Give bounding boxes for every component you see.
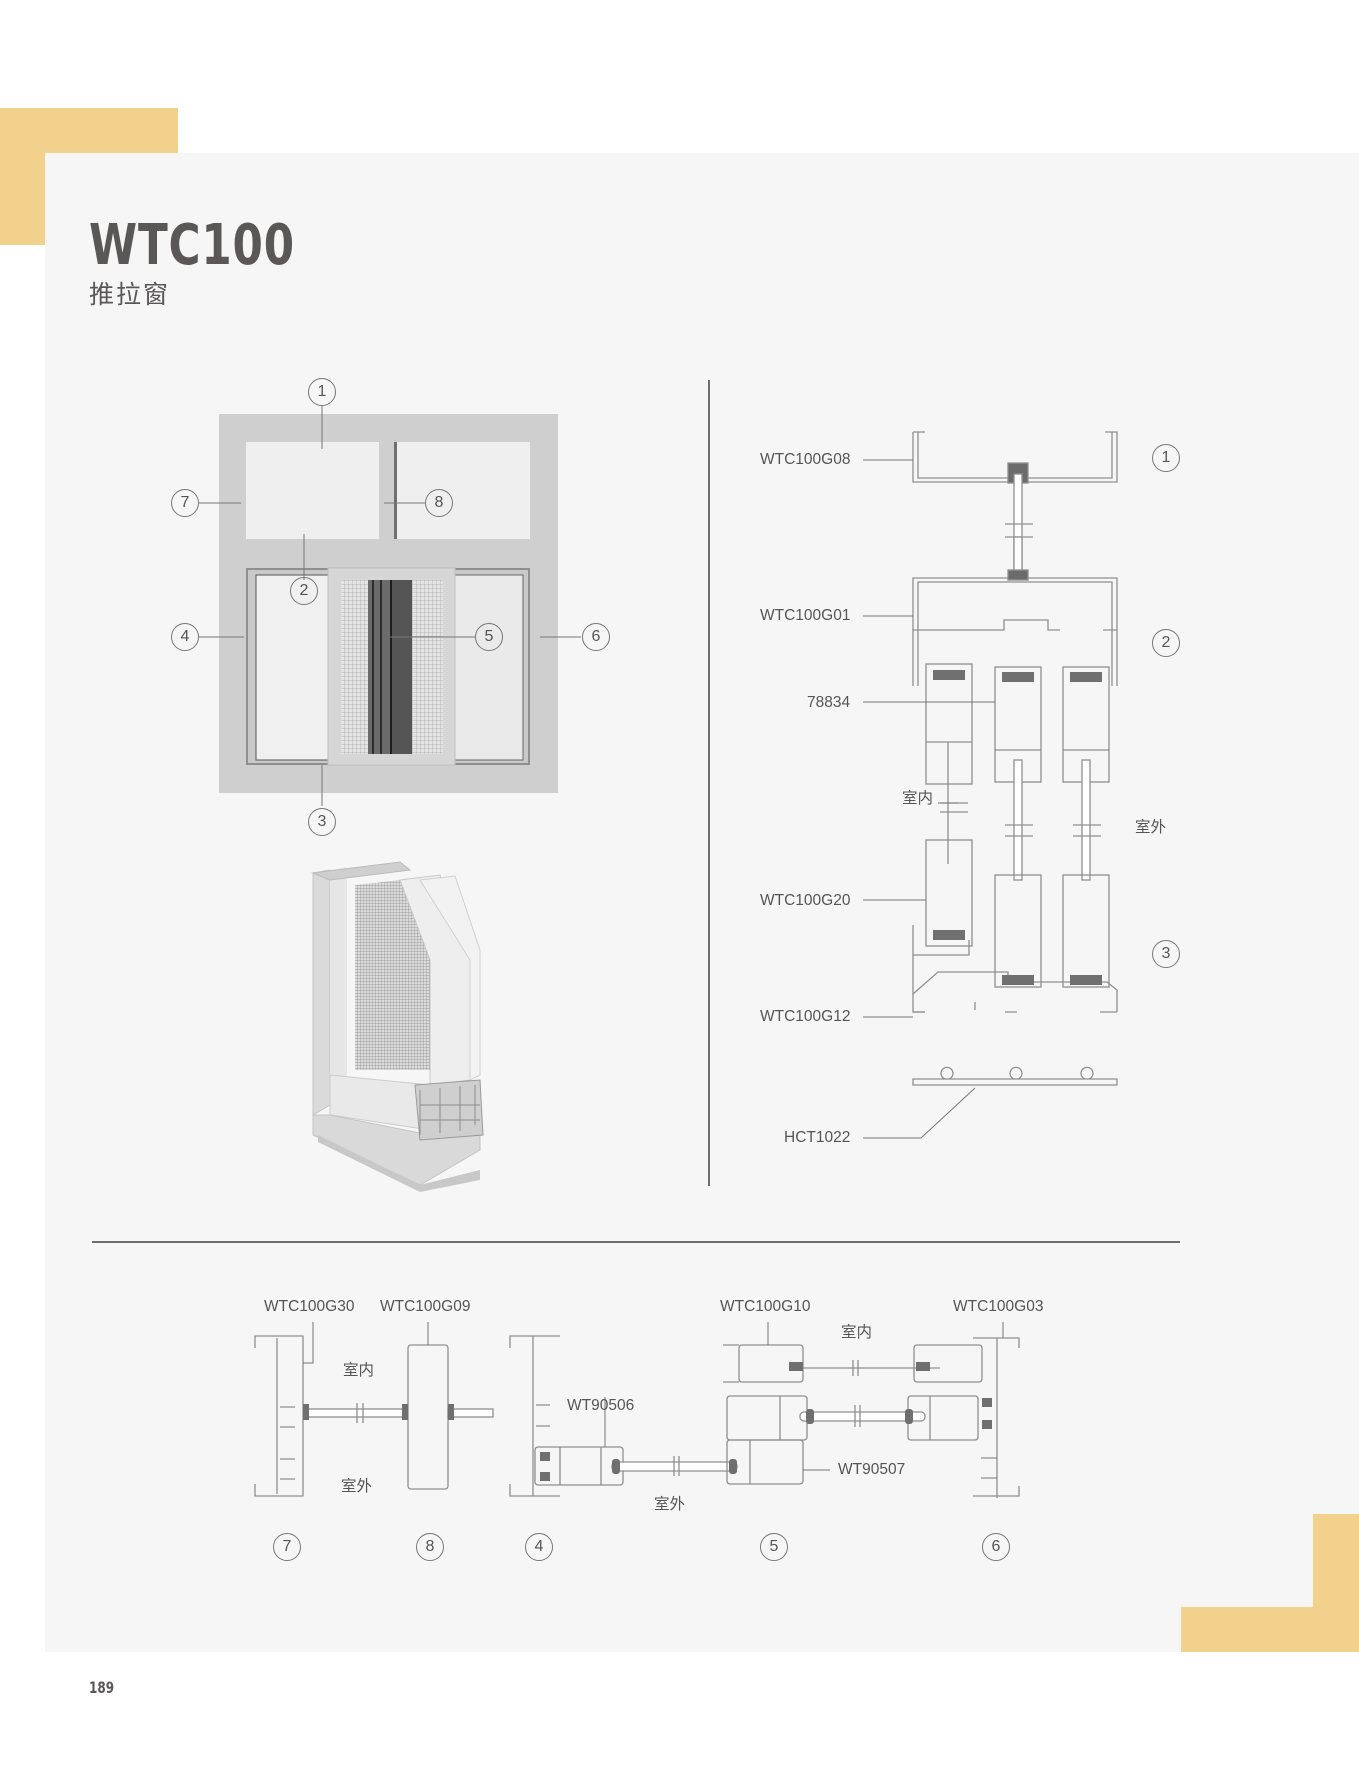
label-wtc100g10: WTC100G10 [720,1298,811,1315]
horizontal-divider [92,1241,1180,1243]
elevation-callout-4: 4 [171,623,199,651]
horizontal-callout-6: 6 [982,1533,1010,1561]
elevation-callout-7: 7 [171,489,199,517]
elevation-callout-3: 3 [308,808,336,836]
section-callout-2: 2 [1152,629,1180,657]
label-wtc100g09: WTC100G09 [380,1298,471,1315]
label-wtc100g08: WTC100G08 [760,451,851,468]
label-wtc100g30: WTC100G30 [264,1298,355,1315]
label-wtc100g03: WTC100G03 [953,1298,1044,1315]
model-title: WTC100 [89,213,295,278]
label-wtc100g20: WTC100G20 [760,892,851,909]
elevation-callout-5: 5 [475,623,503,651]
label-outdoor-middle: 室外 [654,1496,686,1513]
horizontal-callout-5: 5 [760,1533,788,1561]
label-indoor-vertical: 室内 [902,790,934,807]
label-indoor-right: 室内 [841,1324,873,1341]
label-hct1022: HCT1022 [784,1129,851,1146]
product-subtitle: 推拉窗 [89,281,171,309]
accent-corner-bottom-horizontal [1181,1607,1359,1652]
page-number: 189 [89,1678,115,1697]
page-panel [45,153,1359,1652]
horizontal-callout-4: 4 [525,1533,553,1561]
elevation-callout-6: 6 [582,623,610,651]
accent-corner-top-vertical [0,108,45,245]
horizontal-callout-8: 8 [416,1533,444,1561]
section-callout-1: 1 [1152,444,1180,472]
label-outdoor-vertical: 室外 [1135,819,1167,836]
horizontal-callout-7: 7 [273,1533,301,1561]
vertical-divider [708,380,710,1186]
section-callout-3: 3 [1152,940,1180,968]
label-78834: 78834 [807,694,851,711]
label-wt90506: WT90506 [567,1397,635,1414]
label-wt90507: WT90507 [838,1461,906,1478]
label-indoor-left: 室内 [343,1362,375,1379]
elevation-callout-1: 1 [308,378,336,406]
elevation-callout-2: 2 [290,577,318,605]
label-wtc100g01: WTC100G01 [760,607,851,624]
label-wtc100g12: WTC100G12 [760,1008,851,1025]
elevation-callout-8: 8 [425,489,453,517]
label-outdoor-left: 室外 [341,1478,373,1495]
